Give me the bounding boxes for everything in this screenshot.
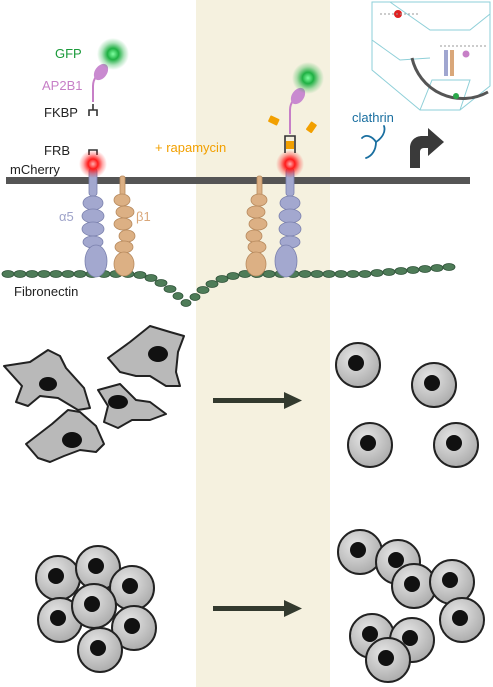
dispersed-cell	[337, 529, 383, 575]
rapamycin-bound	[286, 141, 294, 149]
label-rapamycin: + rapamycin	[155, 140, 226, 155]
gfp-glow-left	[97, 38, 129, 70]
ap2b1-body-left	[93, 63, 109, 81]
label-alpha5: α5	[59, 209, 74, 224]
label-mcherry: mCherry	[10, 162, 60, 177]
rounded-cell	[433, 422, 479, 468]
endocytosis-inset	[371, 1, 491, 111]
rounded-cell	[335, 342, 381, 388]
alpha5-integrin-left	[81, 167, 108, 278]
treatment-band	[196, 0, 330, 687]
label-gfp: GFP	[55, 46, 82, 61]
gfp-glow-right	[292, 62, 324, 94]
spread-cells	[3, 325, 185, 463]
rounded-cell	[411, 362, 457, 408]
label-fkbp: FKBP	[44, 105, 78, 120]
spread-cell	[3, 349, 91, 411]
dispersed-cell	[439, 597, 485, 643]
fkbp-linker-left	[88, 104, 98, 116]
mcherry-glow-right	[276, 150, 304, 178]
label-fibronectin: Fibronectin	[14, 284, 78, 299]
beta1-integrin-left	[113, 175, 136, 277]
dispersed-cell	[429, 559, 475, 605]
mcherry-glow-left	[79, 150, 107, 178]
label-beta1: β1	[136, 209, 151, 224]
cluster-cell	[35, 555, 81, 601]
right-arrow-icon	[213, 600, 302, 617]
cluster-cell	[71, 583, 117, 629]
cell-membrane	[6, 177, 470, 184]
label-frb: FRB	[44, 143, 70, 158]
rapamycin-molecule	[268, 115, 280, 126]
dispersed-cell	[365, 637, 411, 683]
clustered-cells	[35, 545, 157, 673]
curved-arrow-up-icon	[410, 128, 444, 168]
dispersed-cells	[337, 529, 485, 683]
spread-cell	[97, 383, 167, 429]
right-arrow-icon	[213, 392, 302, 409]
cluster-cell	[77, 627, 123, 673]
clathrin-icon	[361, 125, 386, 159]
label-clathrin: clathrin	[352, 110, 394, 125]
rounded-cells	[335, 342, 479, 468]
rapamycin-molecule	[306, 121, 317, 133]
spread-cell	[25, 409, 105, 463]
beta1-integrin-right	[245, 175, 268, 277]
spread-cell	[107, 325, 185, 387]
frb-fkbp-complex	[284, 135, 296, 153]
rounded-cell	[347, 422, 393, 468]
label-ap2b1: AP2B1	[42, 78, 82, 93]
